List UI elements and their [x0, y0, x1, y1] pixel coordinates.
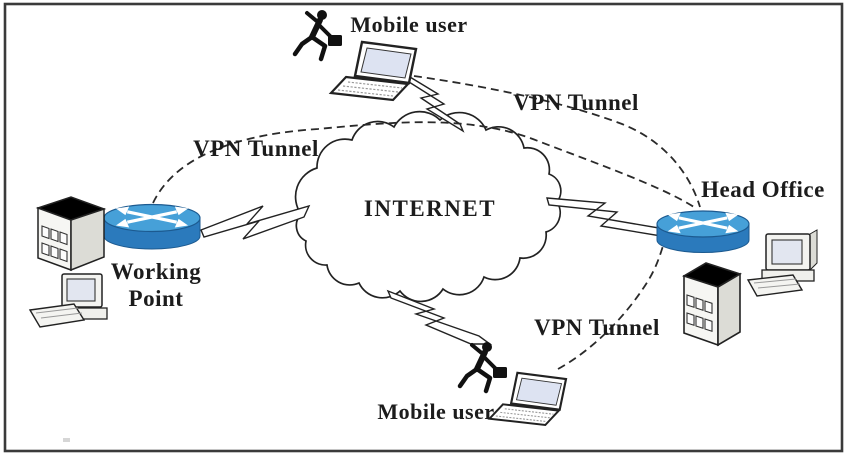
- working-point-server-tower-icon: [35, 196, 107, 272]
- working-point-label-line1: Working: [111, 259, 201, 284]
- working-point-label-line2: Point: [129, 286, 184, 311]
- head-office-label: Head Office: [701, 177, 825, 202]
- mobile-user-bottom-label: Mobile user: [377, 399, 494, 424]
- head-office-server-tower-icon: [682, 262, 742, 347]
- internet-cloud-icon: [294, 110, 562, 303]
- server-vents: [686, 294, 713, 333]
- vpn-tunnel-label-left: VPN Tunnel: [193, 136, 319, 161]
- vpn-tunnel-label-top-right: VPN Tunnel: [513, 90, 639, 115]
- mobile-user-top-label: Mobile user: [350, 12, 467, 37]
- head-office-desktop-computer-icon: [746, 229, 818, 297]
- vpn-tunnel-working-point-head-office: [152, 121, 698, 210]
- head-office-router-icon: [656, 210, 750, 253]
- vpn-tunnel-label-bottom: VPN Tunnel: [534, 315, 660, 340]
- server-vents: [41, 225, 68, 263]
- working-point-router-icon: [103, 203, 201, 250]
- lightning-link-working-point-internet: [200, 204, 311, 240]
- vpn-tunnel-mobile-bottom-head-office: [557, 245, 664, 370]
- lightning-link-internet-mobile-bottom: [386, 289, 493, 345]
- stray-mark: [63, 438, 70, 442]
- lightning-link-mobile-top-internet: [403, 72, 465, 133]
- internet-label: INTERNET: [364, 196, 496, 221]
- vpn-tunnel-mobile-top-head-office: [413, 75, 701, 208]
- working-point-desktop-computer-icon: [28, 273, 108, 328]
